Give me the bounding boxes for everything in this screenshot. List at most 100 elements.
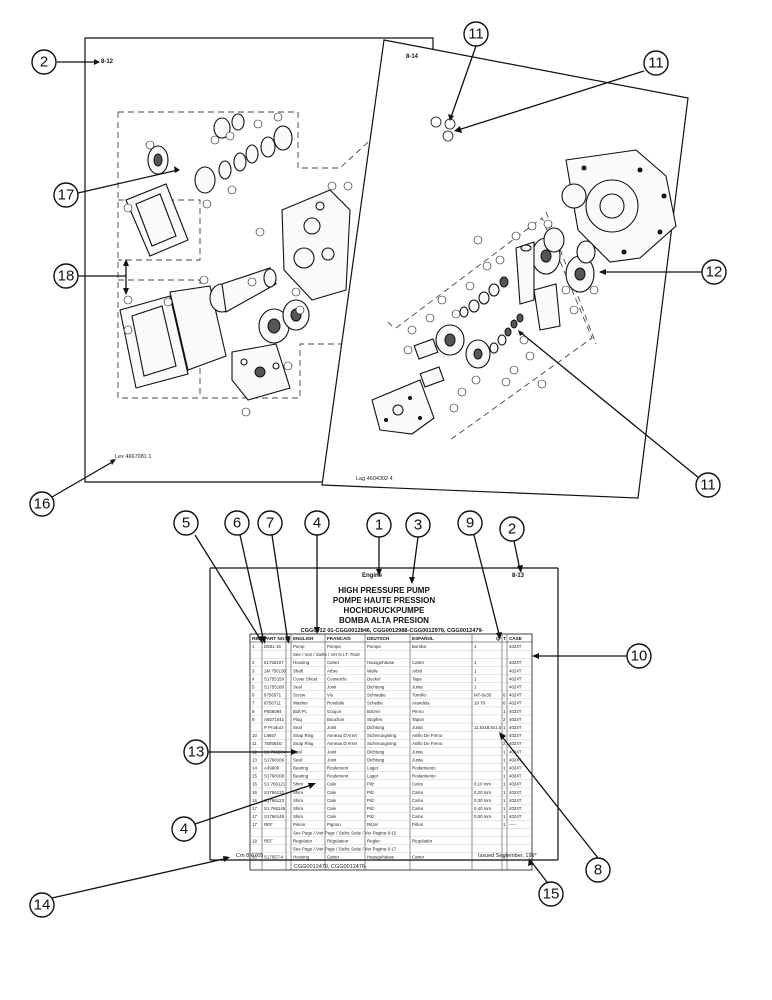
table-cell: 15 [252, 774, 257, 779]
table-cell: Anillo De Freno [412, 733, 443, 738]
table-cell: 11.5x18.5x1.5 [474, 725, 502, 730]
table-cell: Lager [367, 766, 379, 771]
callout-4-top: 4 [304, 510, 330, 536]
table-cell: Arbol [412, 668, 422, 673]
serial-range-bottom: CGG0012479, CGG0012476- [294, 864, 367, 870]
table-cell: Calce [412, 798, 424, 803]
svg-text:4: 4 [180, 821, 188, 838]
table-cell: 4024T [509, 701, 522, 706]
table-cell: Junta [412, 725, 423, 730]
table-cell: Lager [367, 774, 379, 779]
parts-list-title-3: HOCHDRUCKPUMPE [344, 606, 426, 615]
svg-text:14: 14 [34, 897, 51, 914]
callout-3: 3 [405, 512, 431, 538]
table-cell: 0,20 mm [474, 790, 491, 795]
table-cell: Rondelle [327, 701, 345, 706]
table-cell: Roulement [327, 774, 349, 779]
svg-text:17: 17 [58, 187, 75, 204]
table-cell: Pilz [367, 790, 374, 795]
callout-leaders [51, 45, 702, 899]
table-cell: 10 79 [474, 701, 486, 706]
callout-2-top: 2 [31, 49, 57, 75]
table-cell: Shaft [293, 668, 304, 673]
table-cell: See Page / Voir Page / Siehe Seite / Ver… [293, 830, 397, 835]
table-cell: S1766122 [264, 790, 285, 795]
table-cell: Dichtung [367, 757, 385, 762]
table-cell: 11 [252, 741, 257, 746]
svg-text:13: 13 [188, 744, 205, 761]
bearing-ring-stack [147, 113, 293, 194]
table-cell: Schraube [367, 693, 386, 698]
bushings [413, 324, 491, 388]
table-cell: 14 [252, 766, 257, 771]
table-cell: 1 [503, 798, 506, 803]
table-cell: Pilz [367, 782, 374, 787]
callout-18: 18 [53, 263, 79, 289]
table-cell: D581-15 [264, 644, 281, 649]
pinion-gears [531, 227, 596, 293]
table-cell: Scheibe [367, 701, 383, 706]
table-cell: 61755107 [264, 660, 284, 665]
table-cell: Bolt Pt. [293, 709, 307, 714]
table-cell: 8756571 [264, 693, 282, 698]
table-cell: 1 [503, 709, 506, 714]
table-cell: Deckel [367, 676, 380, 681]
callout-7: 7 [257, 510, 283, 536]
callout-13: 13 [183, 739, 209, 765]
table-cell: Calce [412, 782, 424, 787]
table-cell: Bouchon [327, 717, 345, 722]
table-cell: Vis [327, 693, 334, 698]
svg-text:9: 9 [466, 515, 474, 532]
table-cell: Dichtung [367, 685, 385, 690]
svg-text:11: 11 [648, 55, 664, 72]
table-cell: 1 [503, 757, 506, 762]
table-cell: Arbre [327, 668, 338, 673]
svg-text:6: 6 [233, 515, 241, 532]
table-cell: 20 [252, 855, 257, 860]
callout-16: 16 [29, 491, 55, 517]
table-cell: Hausgehäuse [367, 660, 395, 665]
table-cell: ----- [509, 822, 517, 827]
table-cell: 10 [252, 733, 257, 738]
table-cell: 4024T [509, 774, 522, 779]
callout-6: 6 [224, 510, 250, 536]
svg-text:18: 18 [58, 268, 75, 285]
callout-17: 17 [53, 182, 79, 208]
callout-11-top-b: 11 [643, 50, 669, 76]
table-cell: Anillo De Freno [412, 741, 443, 746]
table-cell: Joint [327, 749, 337, 754]
table-cell: 1 [503, 749, 506, 754]
table-cell: Regulator [293, 838, 313, 843]
table-cell: 760554G [264, 741, 283, 746]
table-cell: Cale [327, 798, 337, 803]
table-cell: Régulateur [327, 838, 349, 843]
cover-plate-lower [119, 285, 227, 389]
table-row: See Page / Voir Page / Siehe Seite / Ver… [250, 847, 532, 853]
table-cell: Carter [412, 660, 425, 665]
table-cell: 1 [474, 660, 477, 665]
callout-11-right: 11 [695, 472, 721, 498]
table-cell: 1 [503, 814, 506, 819]
callout-12: 12 [701, 259, 727, 285]
table-cell: M7-6x35 [474, 693, 492, 698]
table-cell: 17 [252, 814, 257, 819]
table-cell: 3 [252, 668, 255, 673]
table-cell: Bolzen [367, 709, 381, 714]
left-page-number: 8-12 [101, 59, 114, 65]
table-cell: 1 [474, 685, 477, 690]
table-cell: Anneau D'Arret [327, 733, 358, 738]
table-cell: Hausgehäuse [367, 855, 395, 860]
table-cell: 4024T [509, 766, 522, 771]
table-cell: 1 [474, 644, 477, 649]
callout-1: 1 [366, 512, 392, 538]
col-t: T [503, 636, 506, 641]
table-cell: Seal [293, 685, 302, 690]
